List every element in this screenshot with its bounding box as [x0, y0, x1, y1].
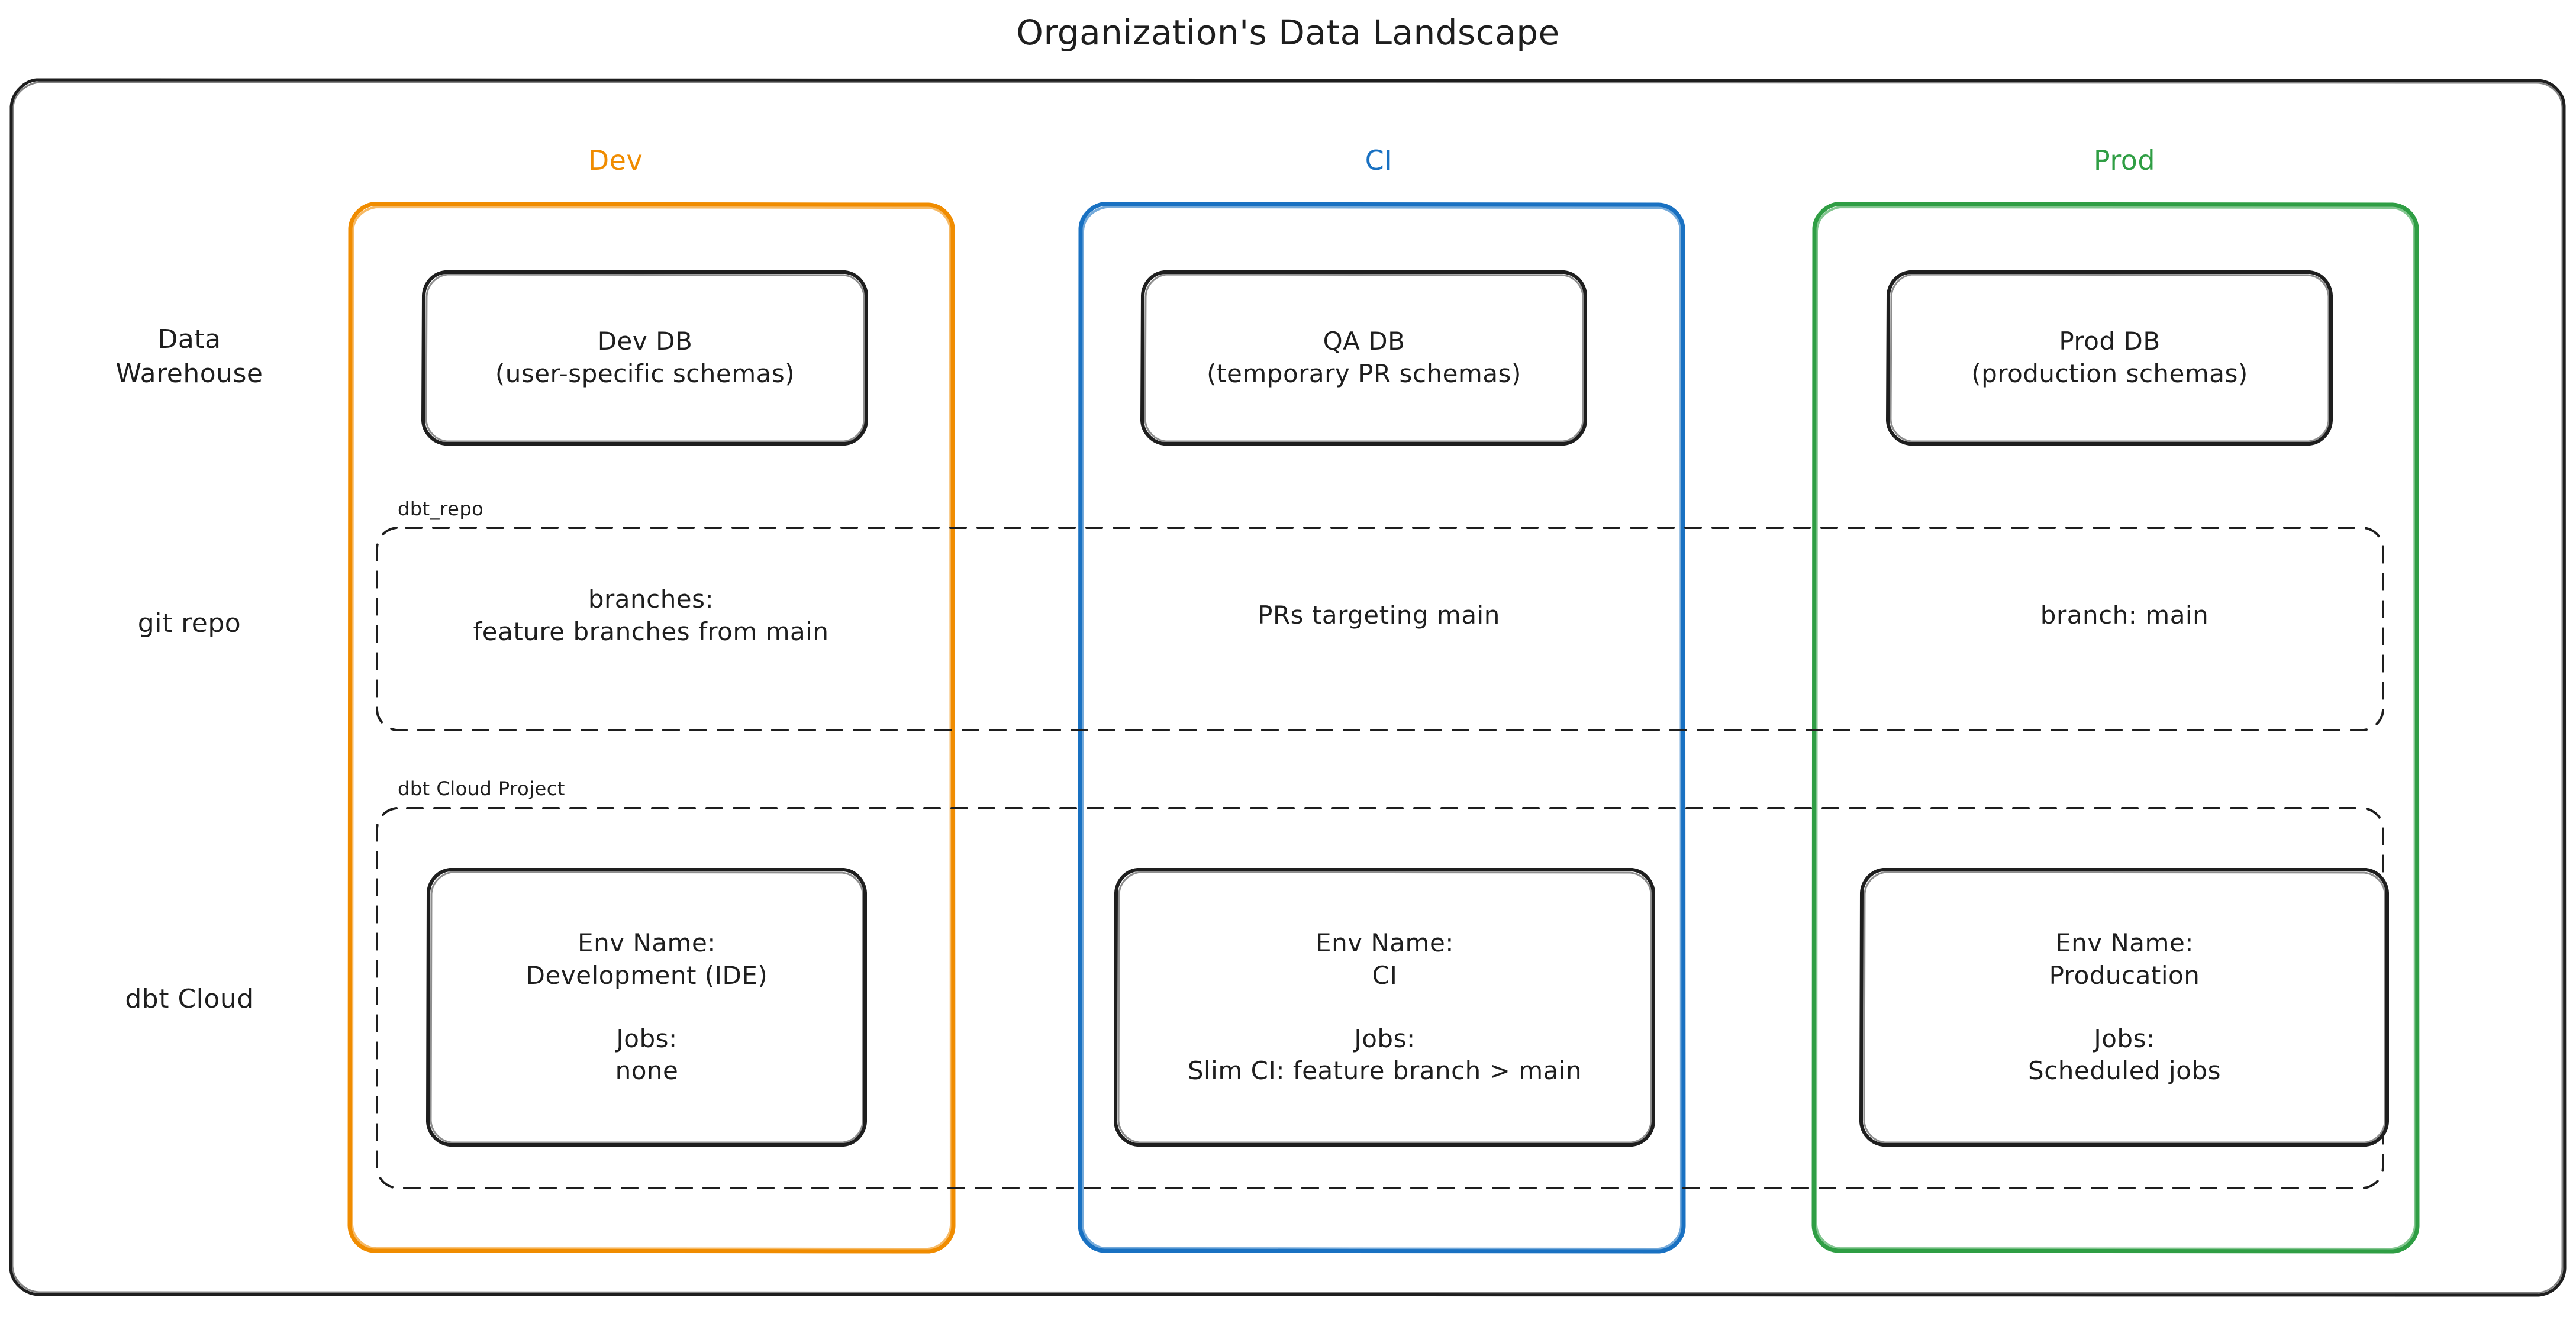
group-label-dbt-repo: dbt_repo — [398, 498, 484, 520]
page-title: Organization's Data Landscape — [1016, 12, 1560, 53]
git-repo-text-prod: branch: main — [2040, 601, 2209, 630]
environment-frame-prod — [1811, 201, 2420, 1254]
node-dbt-env-dev-name: Env Name: Development (IDE) — [525, 928, 768, 990]
column-header-ci: CI — [1365, 144, 1393, 176]
node-dbt-env-ci-jobs: Jobs: Slim CI: feature branch > main — [1187, 1024, 1582, 1086]
column-header-prod: Prod — [2093, 144, 2156, 176]
node-prod-db-label: Prod DB (production schemas) — [1971, 327, 2248, 388]
group-label-dbt-cloud-project: dbt Cloud Project — [398, 777, 565, 800]
environment-frame-dev — [347, 201, 956, 1254]
node-dbt-env-ci-name: Env Name: CI — [1316, 928, 1454, 990]
node-dbt-env-dev-jobs: Jobs: none — [615, 1024, 679, 1086]
row-label-data-warehouse: Data Warehouse — [115, 324, 263, 389]
outer-frame — [8, 78, 2567, 1297]
node-dbt-env-prod-name: Env Name: Producation — [2049, 928, 2200, 990]
node-qa-db-label: QA DB (temporary PR schemas) — [1207, 327, 1521, 388]
node-dbt-env-prod[interactable]: Env Name: Producation Jobs: Scheduled jo… — [1858, 867, 2391, 1148]
node-dbt-env-prod-jobs: Jobs: Scheduled jobs — [2028, 1024, 2221, 1086]
column-header-dev: Dev — [588, 144, 643, 176]
environment-frame-ci — [1077, 201, 1687, 1254]
group-frame-dbt-repo — [374, 525, 2386, 732]
node-prod-db[interactable]: Prod DB (production schemas) — [1885, 269, 2335, 447]
node-dev-db-label: Dev DB (user-specific schemas) — [495, 327, 795, 388]
git-repo-text-dev: branches: feature branches from main — [473, 585, 829, 647]
row-label-dbt-cloud: dbt Cloud — [125, 984, 254, 1014]
row-label-git-repo: git repo — [137, 608, 241, 638]
group-frame-dbt-cloud-project — [374, 806, 2386, 1190]
node-dbt-env-dev[interactable]: Env Name: Development (IDE) Jobs: none — [425, 867, 869, 1148]
node-qa-db[interactable]: QA DB (temporary PR schemas) — [1139, 269, 1589, 447]
git-repo-text-ci: PRs targeting main — [1258, 601, 1500, 630]
node-dbt-env-ci[interactable]: Env Name: CI Jobs: Slim CI: feature bran… — [1113, 867, 1657, 1148]
node-dev-db[interactable]: Dev DB (user-specific schemas) — [420, 269, 870, 447]
